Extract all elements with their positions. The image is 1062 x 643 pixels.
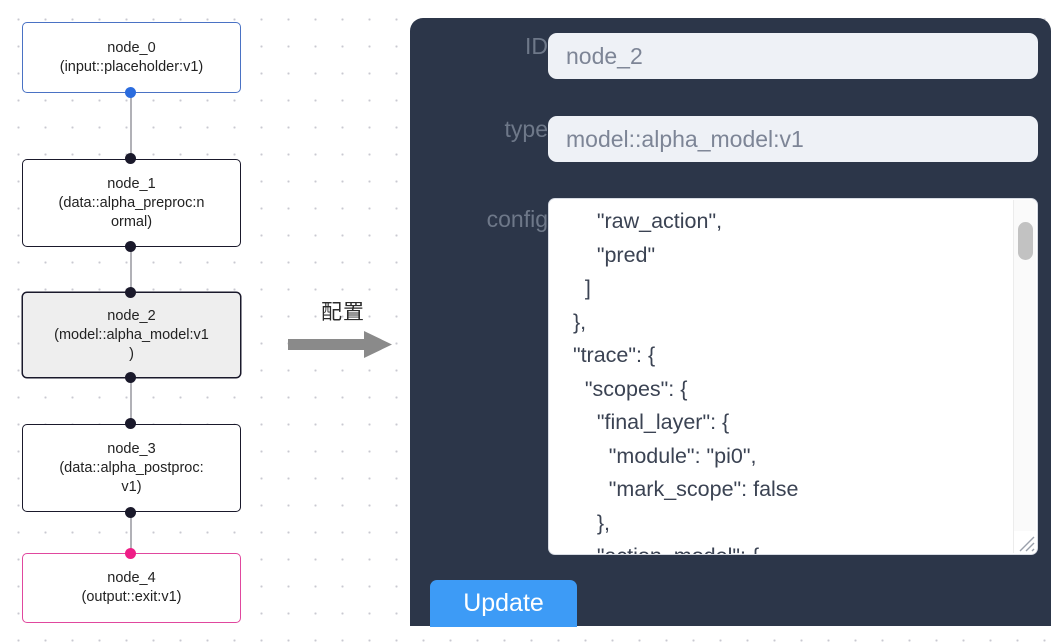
edge-node0-node1 xyxy=(130,93,132,159)
graph-node-label: node_4 (output::exit:v1) xyxy=(81,570,182,605)
node_1-source-handle[interactable] xyxy=(125,241,136,252)
graph-node-node_0[interactable]: node_0 (input::placeholder:v1) xyxy=(22,22,241,93)
node_3-source-handle[interactable] xyxy=(125,507,136,518)
update-button[interactable]: Update xyxy=(430,580,577,627)
graph-node-node_2[interactable]: node_2 (model::alpha_model:v1 ) xyxy=(22,292,241,378)
node-config-panel: ID type config "raw_action", "pred" ] },… xyxy=(410,18,1051,627)
resize-handle-icon[interactable] xyxy=(1014,531,1036,553)
node_1-target-handle[interactable] xyxy=(125,153,136,164)
edge-node3-node4 xyxy=(130,513,132,553)
graph-node-label: node_0 (input::placeholder:v1) xyxy=(59,39,204,75)
graph-node-node_4[interactable]: node_4 (output::exit:v1) xyxy=(22,553,241,623)
field-type: type xyxy=(430,116,1038,162)
graph-node-node_3[interactable]: node_3 (data::alpha_postproc: v1) xyxy=(22,424,241,512)
graph-node-label: node_3 (data::alpha_postproc: v1) xyxy=(59,440,204,495)
field-config-label: config xyxy=(486,206,548,232)
config-textarea-wrapper[interactable]: "raw_action", "pred" ] }, "trace": { "sc… xyxy=(548,198,1038,555)
configure-arrow-group: 配置 xyxy=(288,296,398,366)
arrow-caption: 配置 xyxy=(321,300,365,324)
right-arrow-icon xyxy=(288,331,392,358)
config-scrollbar-thumb[interactable] xyxy=(1018,222,1033,260)
node_4-target-handle[interactable] xyxy=(125,548,136,559)
config-textarea[interactable]: "raw_action", "pred" ] }, "trace": { "sc… xyxy=(572,209,799,554)
config-scrollbar[interactable] xyxy=(1013,200,1036,553)
graph-node-label: node_1 (data::alpha_preproc:n ormal) xyxy=(58,175,205,230)
field-id-label: ID xyxy=(525,33,548,59)
node_0-source-handle[interactable] xyxy=(125,87,136,98)
field-type-label: type xyxy=(504,116,548,142)
node-graph[interactable]: node_0 (input::placeholder:v1) node_1 (d… xyxy=(0,0,268,643)
type-input[interactable] xyxy=(548,116,1038,162)
graph-node-label: node_2 (model::alpha_model:v1 ) xyxy=(54,307,209,362)
edge-node1-node2 xyxy=(130,246,132,292)
field-id: ID xyxy=(430,33,1038,79)
edge-node2-node3 xyxy=(130,377,132,419)
node_3-target-handle[interactable] xyxy=(125,418,136,429)
graph-node-node_1[interactable]: node_1 (data::alpha_preproc:n ormal) xyxy=(22,159,241,247)
node_2-source-handle[interactable] xyxy=(125,372,136,383)
field-config: config "raw_action", "pred" ] }, "trace"… xyxy=(430,198,1038,555)
node_2-target-handle[interactable] xyxy=(125,287,136,298)
id-input[interactable] xyxy=(548,33,1038,79)
